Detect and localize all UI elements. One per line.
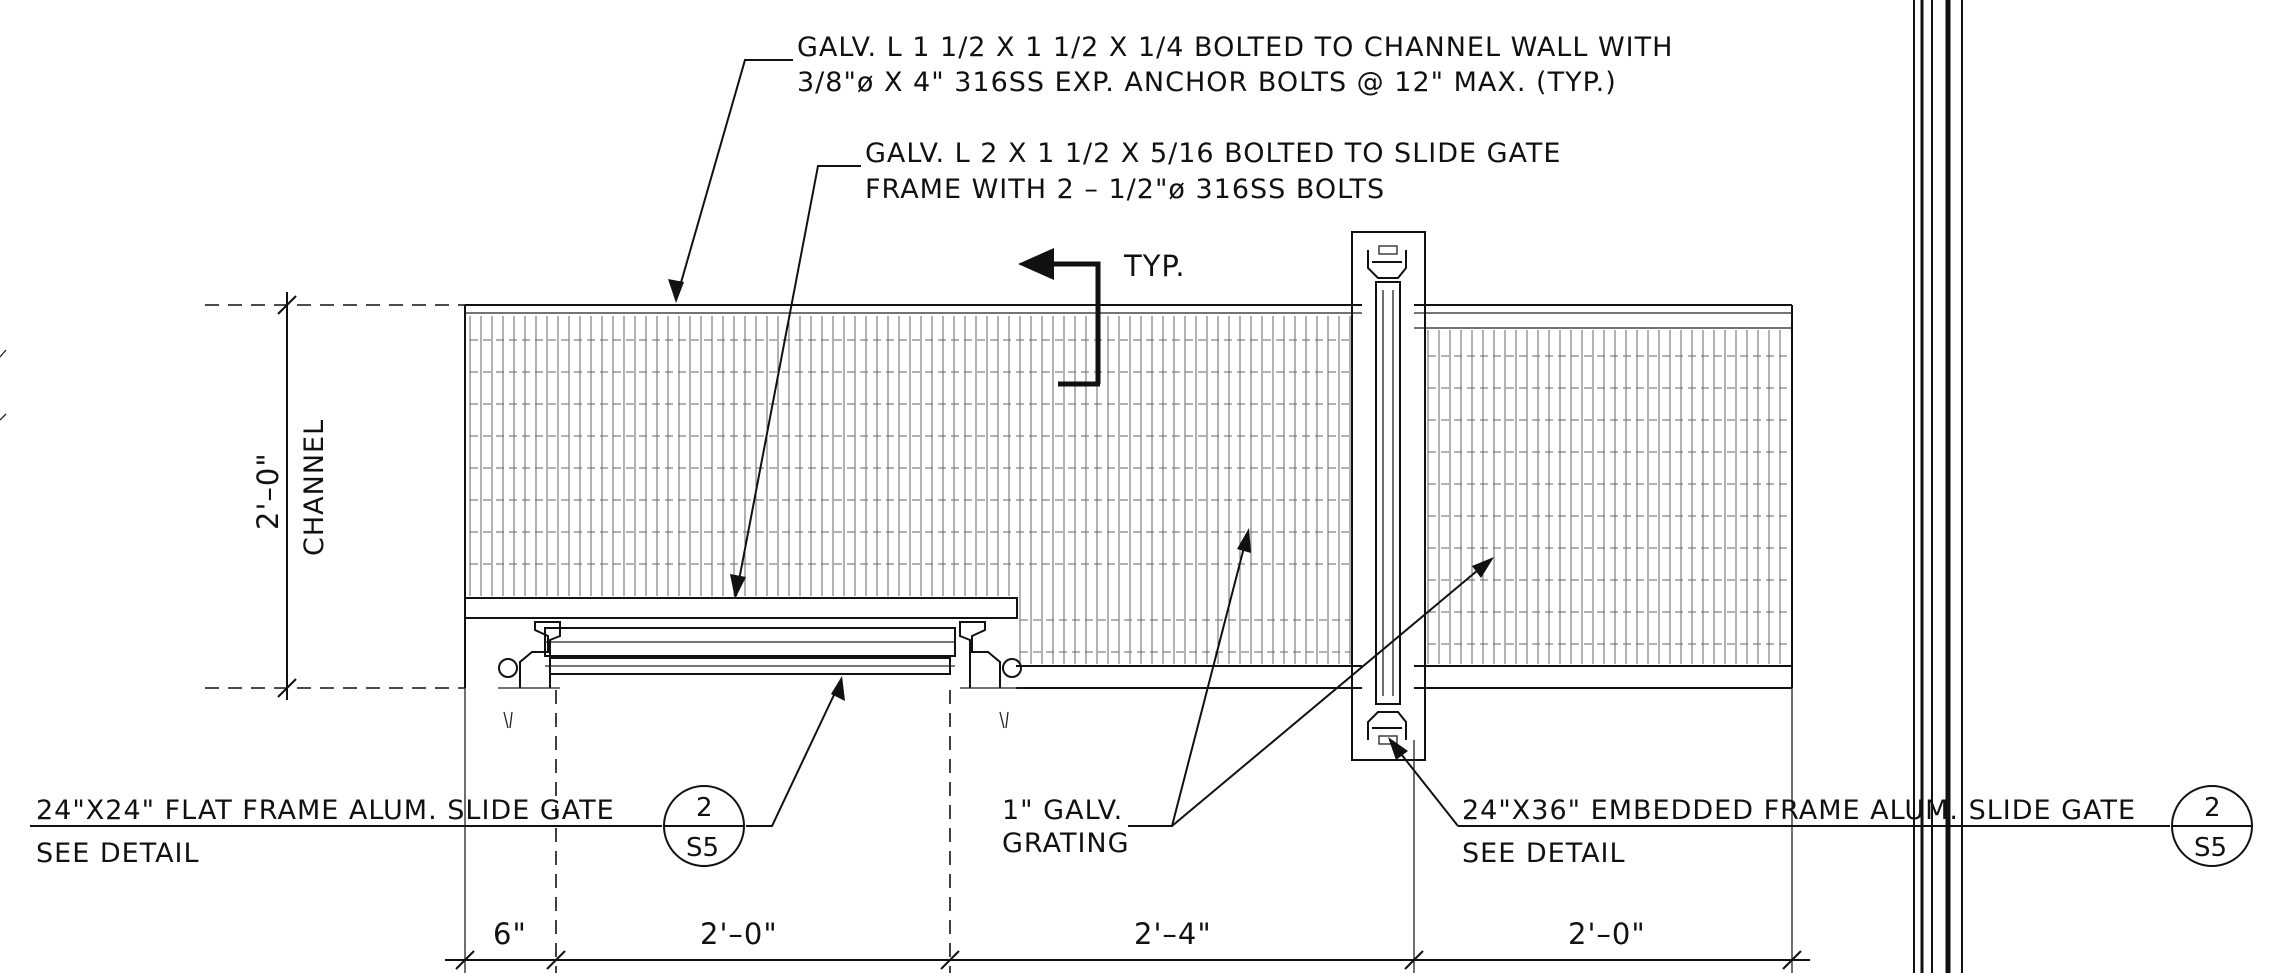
detail-bubble-embedded [2171,785,2253,867]
note-embedded-gate-line2: SEE DETAIL [1462,838,1626,869]
note-flat-gate-line2: SEE DETAIL [36,838,200,869]
arrowhead-icon [668,279,684,303]
leader-flat-gate [746,679,842,827]
channel-label: CHANNEL [299,419,330,556]
edge-fragment [0,349,7,421]
dimension-2ft-4in: 2'–4" [1134,917,1212,951]
detail-bubble-flat [663,785,745,867]
arrowhead-icon [1388,737,1408,760]
embedded-frame-slide-gate [1351,231,1426,761]
arrowhead-icon [730,574,746,599]
channel-width-dimension [205,292,465,700]
arrowhead-icon [1237,528,1251,553]
leader-angle-gate [735,165,861,597]
note-grating-line1: 1" GALV. [1002,795,1123,826]
detail-number: 2 [2204,793,2221,823]
sheet-border [1913,0,1963,973]
dimension-string [445,688,1810,973]
detail-number: 2 [696,793,713,823]
leader-angle-wall [675,59,793,301]
dimension-2ft-gate: 2'–0" [700,917,778,951]
dimension-6in: 6" [493,917,527,951]
leader-grating [1128,531,1249,827]
note-flat-gate-line1: 24"X24" FLAT FRAME ALUM. SLIDE GATE [36,795,615,826]
section-cut-arrow-icon [1018,248,1101,387]
detail-sheet: S5 [686,833,719,863]
note-angle-wall-line2: 3/8"ø X 4" 316SS EXP. ANCHOR BOLTS @ 12"… [797,67,1617,98]
leader-grating-2 [1171,559,1491,827]
flat-frame-slide-gate [464,597,1022,729]
grating-pattern [469,316,1788,664]
channel-outline [464,304,1793,689]
arrowhead-icon [831,676,845,701]
note-angle-gate-line2: FRAME WITH 2 – 1/2"ø 316SS BOLTS [865,174,1385,205]
note-embedded-gate-line1: 24"X36" EMBEDDED FRAME ALUM. SLIDE GATE [1462,795,2136,826]
arrowhead-icon [1472,557,1494,578]
note-grating-line2: GRATING [1002,828,1130,859]
dimension-2ft-right: 2'–0" [1568,917,1646,951]
channel-width-label: 2'–0" [251,452,285,530]
note-angle-gate-line1: GALV. L 2 X 1 1/2 X 5/16 BOLTED TO SLIDE… [865,138,1561,169]
detail-sheet: S5 [2194,833,2227,863]
note-angle-wall-line1: GALV. L 1 1/2 X 1 1/2 X 1/4 BOLTED TO CH… [797,32,1673,63]
typ-label: TYP. [1123,249,1186,283]
